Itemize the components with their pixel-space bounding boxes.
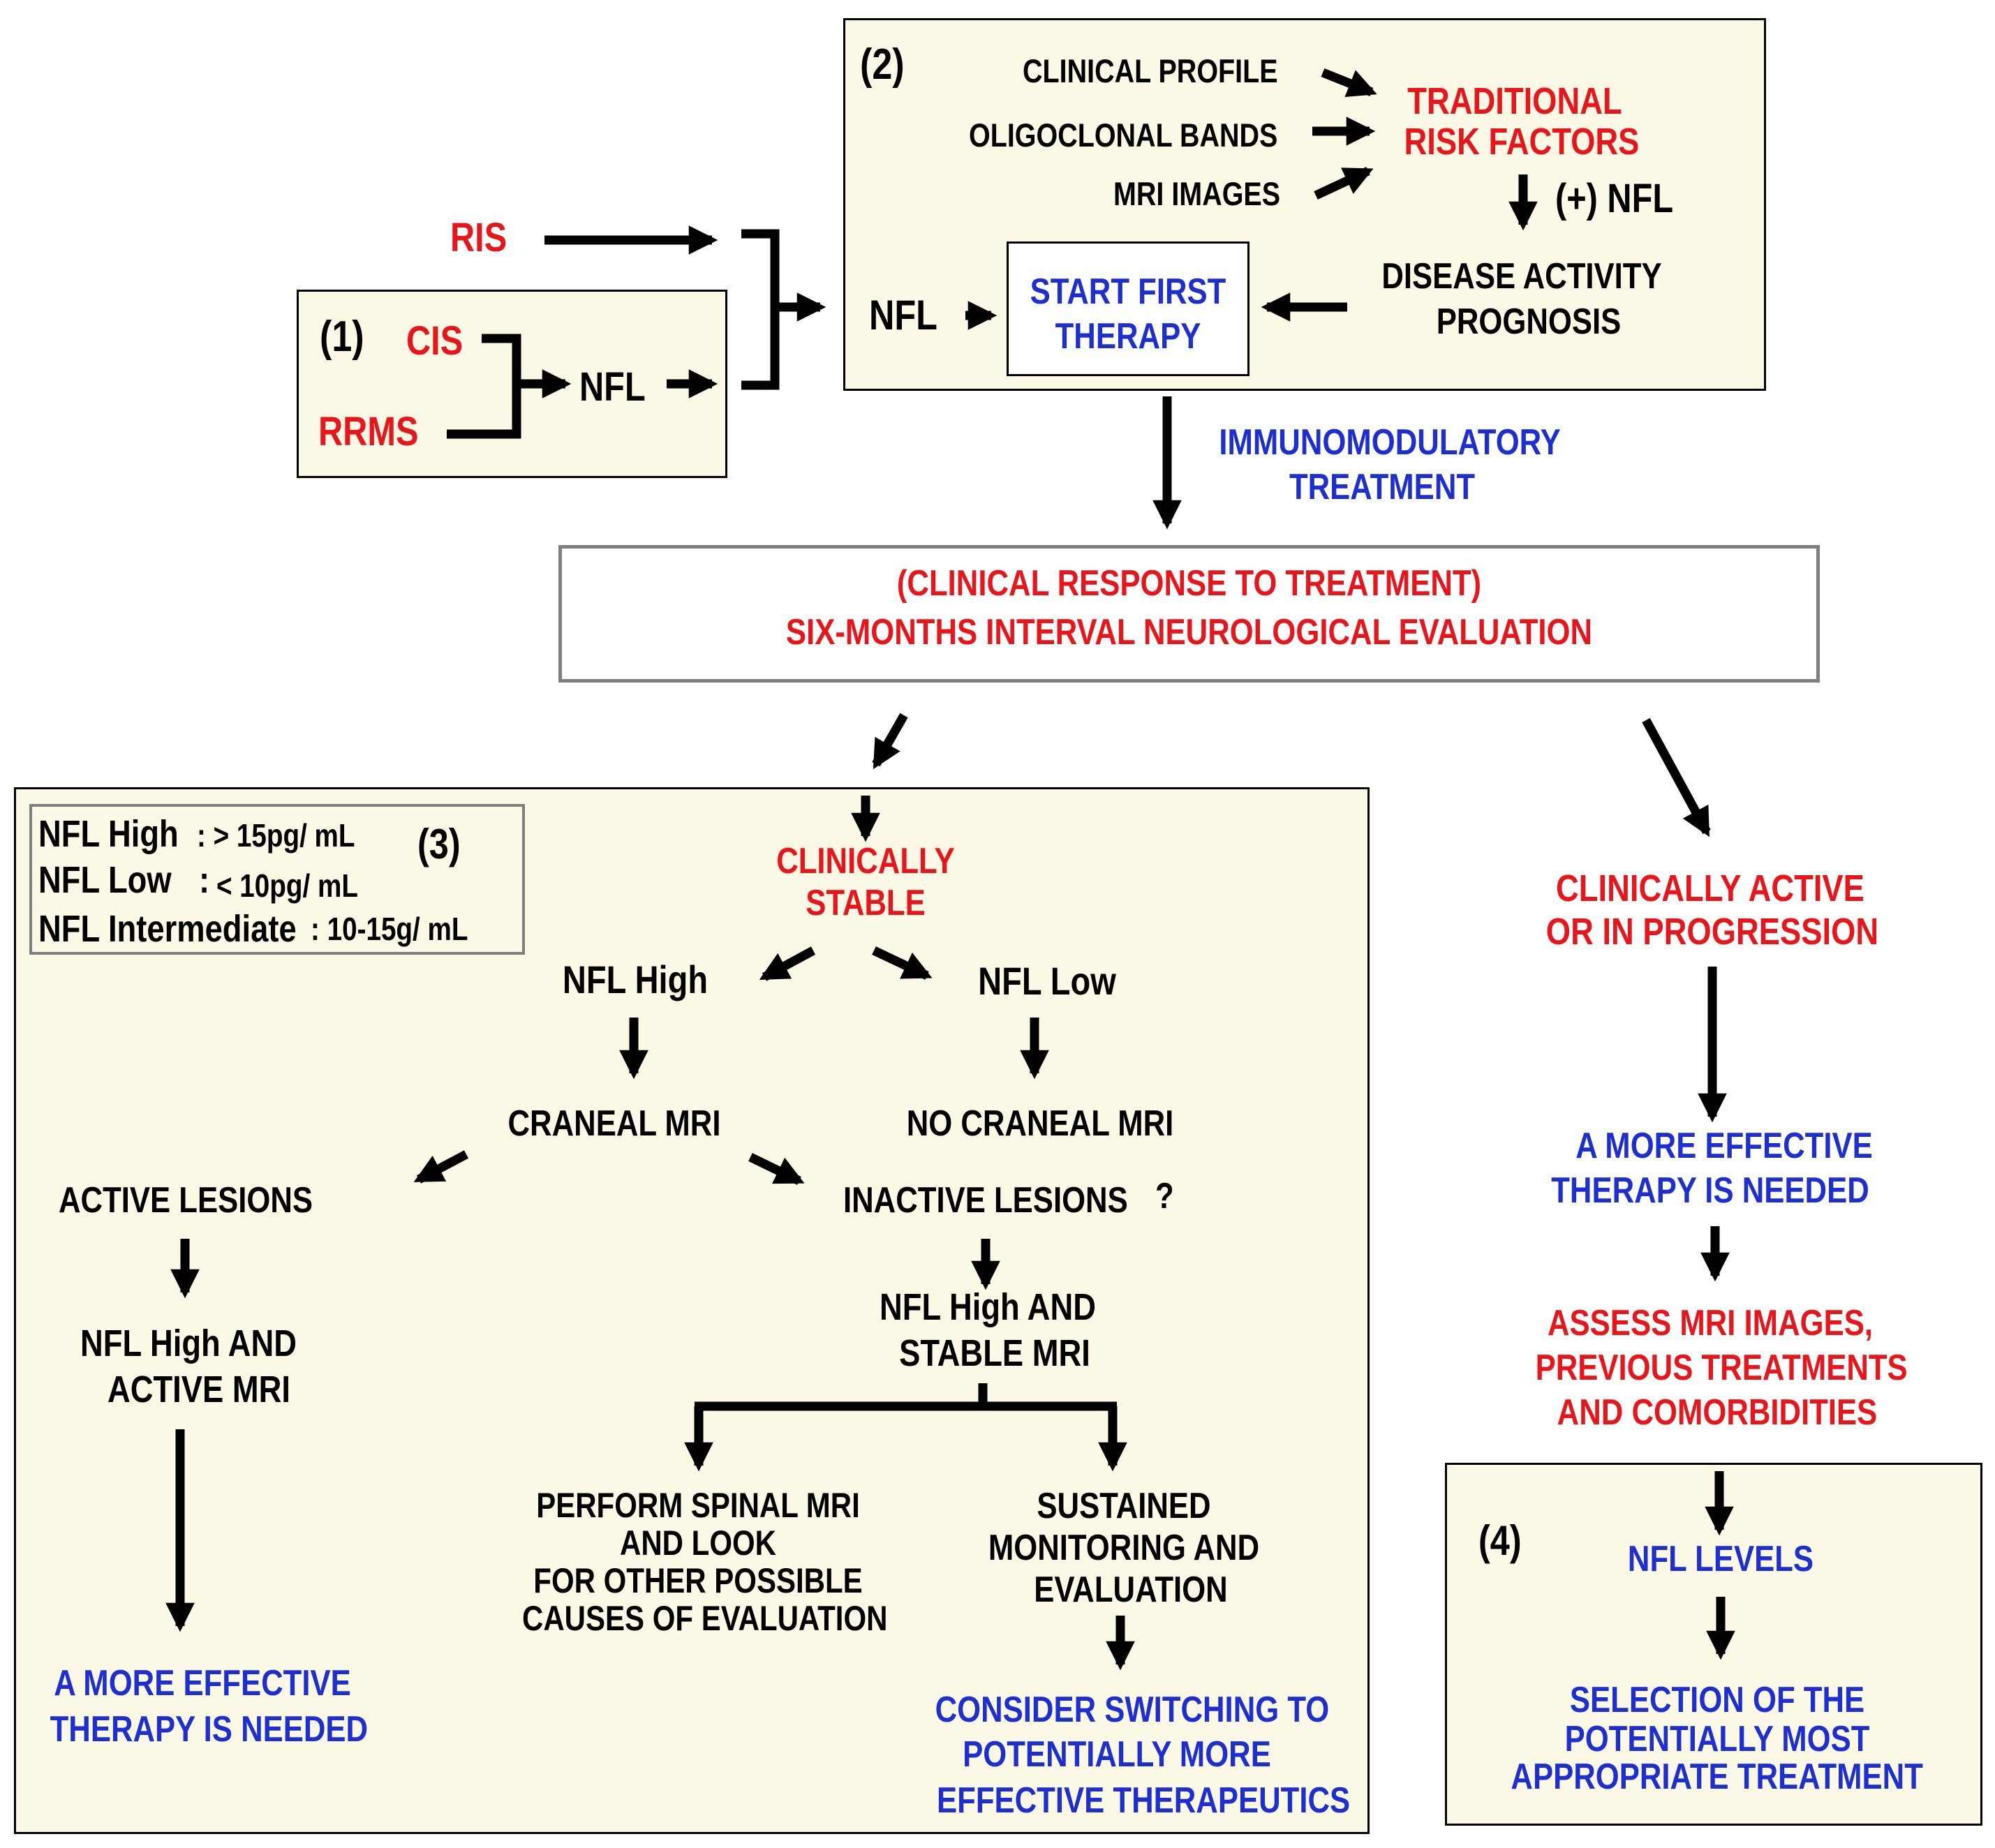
sustained-label-2: MONITORING AND: [988, 1528, 1260, 1568]
inactive-question-mark: ?: [1155, 1176, 1174, 1216]
box-3-label: (3): [417, 821, 461, 867]
spinal-mri-label-4: CAUSES OF EVALUATION: [522, 1599, 888, 1638]
traditional-risk-label-1: TRADITIONAL: [1407, 80, 1622, 122]
selection-label-2: POTENTIALLY MOST: [1564, 1719, 1870, 1759]
box-1-label: (1): [320, 313, 364, 361]
arrow-stable-to-high: [759, 946, 816, 981]
arrow-clinical-profile: [1321, 68, 1377, 97]
start-therapy-label-1: START FIRST: [1030, 271, 1226, 312]
assess-label-2: PREVIOUS TREATMENTS: [1535, 1348, 1908, 1388]
immunomodulatory-label-2: TREATMENT: [1289, 467, 1476, 507]
plus-nfl-label: (+) NFL: [1555, 176, 1674, 221]
legend-intermediate-value: : 10-15g/ mL: [311, 911, 468, 947]
nfl-levels-label: NFL LEVELS: [1627, 1539, 1814, 1579]
sustained-label-1: SUSTAINED: [1037, 1486, 1211, 1526]
evaluation-line-1: (CLINICAL RESPONSE TO TREATMENT): [896, 563, 1482, 604]
nfl-legend-box: [29, 804, 525, 955]
more-effective-left-1: A MORE EFFECTIVE: [54, 1663, 351, 1704]
clinically-active-label-1: CLINICALLY ACTIVE: [1556, 867, 1864, 909]
selection-label-3: APPROPRIATE TREATMENT: [1511, 1757, 1923, 1797]
nfl-low-label: NFL Low: [978, 959, 1116, 1003]
rrms-label: RRMS: [318, 409, 419, 454]
assess-label-3: AND COMORBIDITIES: [1557, 1392, 1878, 1433]
assess-label-1: ASSESS MRI IMAGES,: [1547, 1303, 1873, 1343]
oligoclonal-bands-label: OLIGOCLONAL BANDS: [969, 117, 1278, 154]
clinical-profile-label: CLINICAL PROFILE: [1023, 52, 1278, 89]
spinal-mri-label-2: AND LOOK: [620, 1523, 776, 1563]
traditional-risk-label-2: RISK FACTORS: [1404, 121, 1640, 163]
selection-label-1: SELECTION OF THE: [1569, 1680, 1865, 1720]
mri-images-label: MRI IMAGES: [1113, 175, 1281, 212]
spinal-mri-label-1: PERFORM SPINAL MRI: [536, 1486, 860, 1525]
switch-label-1: CONSIDER SWITCHING TO: [935, 1690, 1330, 1730]
box-2-label: (2): [860, 40, 905, 89]
arrow-stable-to-low: [872, 946, 933, 980]
more-effective-right-1: A MORE EFFECTIVE: [1575, 1126, 1873, 1166]
nfl-high-stable-label-2: STABLE MRI: [899, 1332, 1090, 1374]
start-therapy-box: [1007, 241, 1249, 376]
more-effective-left-2: THERAPY IS NEEDED: [50, 1709, 369, 1750]
sustained-label-3: EVALUATION: [1034, 1570, 1228, 1610]
clinically-active-label-2: OR IN PROGRESSION: [1545, 911, 1879, 953]
more-effective-right-2: THERAPY IS NEEDED: [1551, 1170, 1869, 1211]
no-craneal-mri-label: NO CRANEAL MRI: [906, 1103, 1174, 1144]
arrow-eval-to-stable: [872, 713, 908, 770]
craneal-mri-label: CRANEAL MRI: [507, 1103, 721, 1144]
active-lesions-label: ACTIVE LESIONS: [59, 1180, 313, 1221]
box-2: [843, 18, 1766, 391]
inactive-lesions-label: INACTIVE LESIONS: [843, 1180, 1128, 1221]
box-4-label: (4): [1478, 1517, 1522, 1564]
nfl-high-active-label-1: NFL High AND: [80, 1322, 297, 1364]
bracket-main: [741, 229, 780, 390]
evaluation-line-2: SIX-MONTHS INTERVAL NEUROLOGICAL EVALUAT…: [785, 612, 1593, 653]
clinically-stable-label-1: CLINICALLY: [776, 841, 955, 881]
legend-low-label: NFL Low: [38, 859, 172, 901]
clinically-stable-label-2: STABLE: [806, 883, 926, 923]
start-therapy-label-2: THERAPY: [1055, 316, 1201, 357]
arrow-mri-to-inactive: [748, 1153, 805, 1185]
immunomodulatory-label-1: IMMUNOMODULATORY: [1219, 422, 1561, 463]
nfl-high-stable-label-1: NFL High AND: [880, 1286, 1096, 1328]
disease-activity-label-1: DISEASE ACTIVITY: [1381, 256, 1662, 297]
nfl-high-active-label-2: ACTIVE MRI: [107, 1369, 291, 1410]
arrow-mri-images: [1314, 167, 1374, 200]
switch-label-3: EFFECTIVE THERAPEUTICS: [937, 1780, 1351, 1821]
nfl-high-label: NFL High: [562, 957, 709, 1001]
spinal-mri-label-3: FOR OTHER POSSIBLE: [533, 1561, 863, 1600]
disease-activity-label-2: PROGNOSIS: [1436, 301, 1622, 342]
ris-label: RIS: [450, 215, 507, 260]
arrow-eval-to-active: [1642, 717, 1711, 837]
legend-high-value: : > 15pg/ mL: [197, 817, 355, 854]
nfl-1-label: NFL: [579, 364, 646, 410]
legend-intermediate-label: NFL Intermediate: [38, 908, 297, 950]
box-3: [14, 787, 1370, 1834]
cis-label: CIS: [406, 318, 463, 364]
switch-label-2: POTENTIALLY MORE: [963, 1734, 1271, 1775]
arrow-mri-to-active: [413, 1150, 469, 1184]
nfl-2-label: NFL: [869, 292, 937, 338]
legend-low-value: < 10pg/ mL: [216, 867, 358, 904]
evaluation-box: [558, 545, 1820, 683]
legend-high-label: NFL High: [38, 813, 179, 855]
legend-low-colon: :: [199, 859, 210, 901]
